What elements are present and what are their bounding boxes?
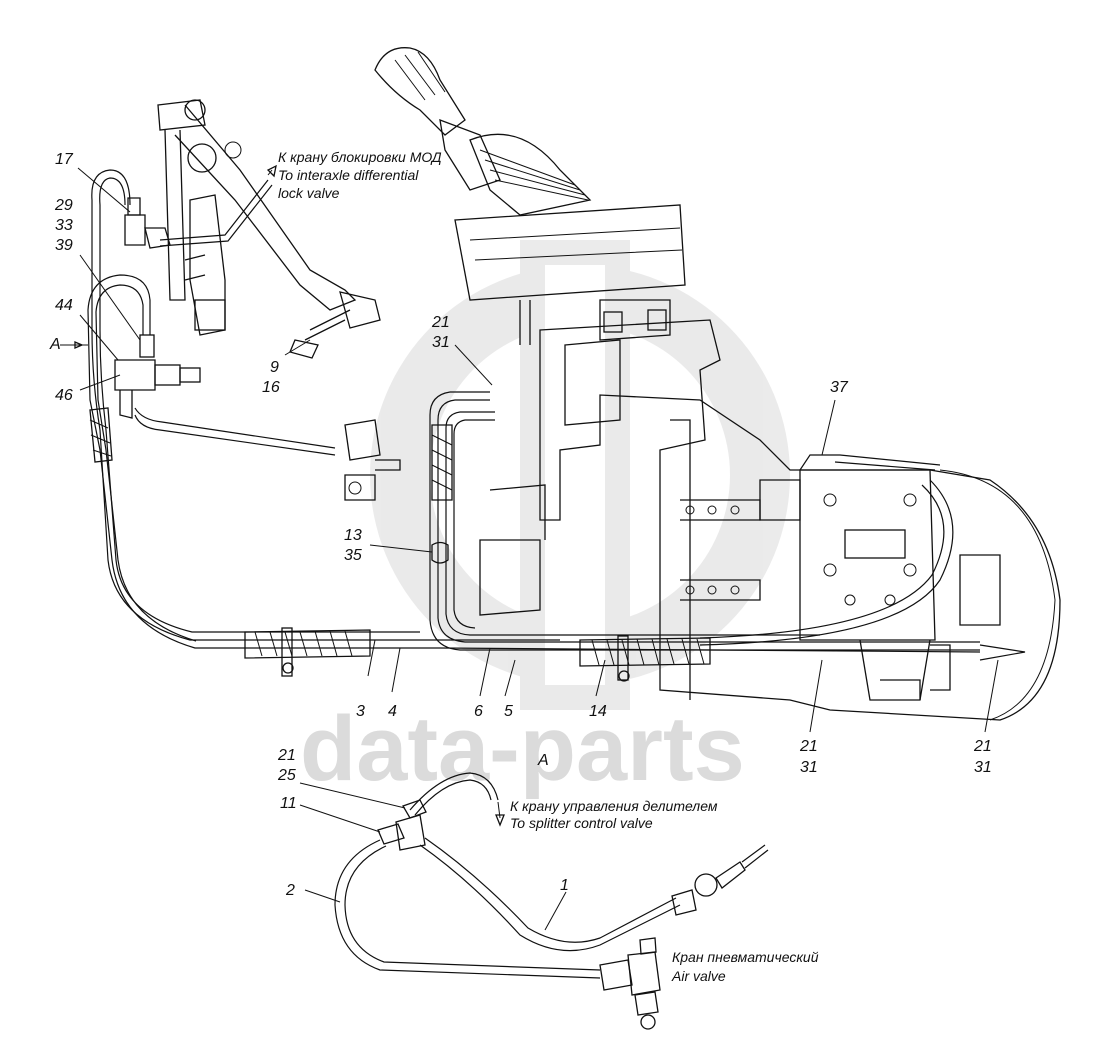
callout-46: 46 xyxy=(55,387,73,404)
interaxle-label-ru: К крану блокировки МОД xyxy=(278,149,442,165)
callout-16: 16 xyxy=(262,379,280,396)
watermark-logo xyxy=(370,240,790,710)
callout-21-right: 21 xyxy=(973,738,992,755)
callout-21-view-a: 21 xyxy=(277,747,296,764)
air-pipelines xyxy=(87,169,1056,721)
callout-5: 5 xyxy=(504,703,513,720)
valve-block-left xyxy=(114,197,401,501)
view-a-title: A xyxy=(537,752,549,769)
callout-35: 35 xyxy=(344,547,362,564)
callout-9: 9 xyxy=(270,359,279,376)
leader-lines xyxy=(60,164,999,931)
callout-14: 14 xyxy=(589,703,607,720)
callout-21-top: 21 xyxy=(431,314,450,331)
callout-39: 39 xyxy=(55,237,73,254)
callout-29: 29 xyxy=(54,197,73,214)
callout-25: 25 xyxy=(277,767,296,784)
protective-wraps xyxy=(89,407,711,682)
callout-31-mid: 31 xyxy=(800,759,818,776)
callout-3: 3 xyxy=(356,703,365,720)
callout-6: 6 xyxy=(474,703,483,720)
callout-4: 4 xyxy=(388,703,397,720)
callout-17: 17 xyxy=(55,151,74,168)
splitter-label-ru: К крану управления делителем xyxy=(510,798,718,814)
clutch-pedal-assembly xyxy=(157,99,381,359)
callout-37: 37 xyxy=(830,379,849,396)
gearbox-housing xyxy=(479,299,1061,721)
callout-13: 13 xyxy=(344,527,362,544)
callout-2: 2 xyxy=(285,882,295,899)
callout-33: 33 xyxy=(55,217,73,234)
view-a-detail xyxy=(334,772,769,1030)
callout-numbers: 17 29 33 39 44 46 9 16 21 31 37 13 35 3 … xyxy=(54,151,992,899)
interaxle-label-en-2: lock valve xyxy=(278,185,340,201)
callout-1: 1 xyxy=(560,877,569,894)
view-a-arrow-label: A xyxy=(49,336,61,353)
gear-shift-lever xyxy=(374,47,686,345)
callout-21-mid: 21 xyxy=(799,738,818,755)
air-valve-label-ru: Кран пневматический xyxy=(672,949,819,965)
air-valve-label-en: Air valve xyxy=(671,968,726,984)
callout-31-top: 31 xyxy=(432,334,450,351)
watermark-text: data-parts xyxy=(300,698,745,800)
callout-31-right: 31 xyxy=(974,759,992,776)
interaxle-label-en-1: To interaxle differential xyxy=(278,167,419,183)
callout-11: 11 xyxy=(280,795,297,812)
splitter-label-en: To splitter control valve xyxy=(510,815,653,831)
callout-44: 44 xyxy=(55,297,73,314)
